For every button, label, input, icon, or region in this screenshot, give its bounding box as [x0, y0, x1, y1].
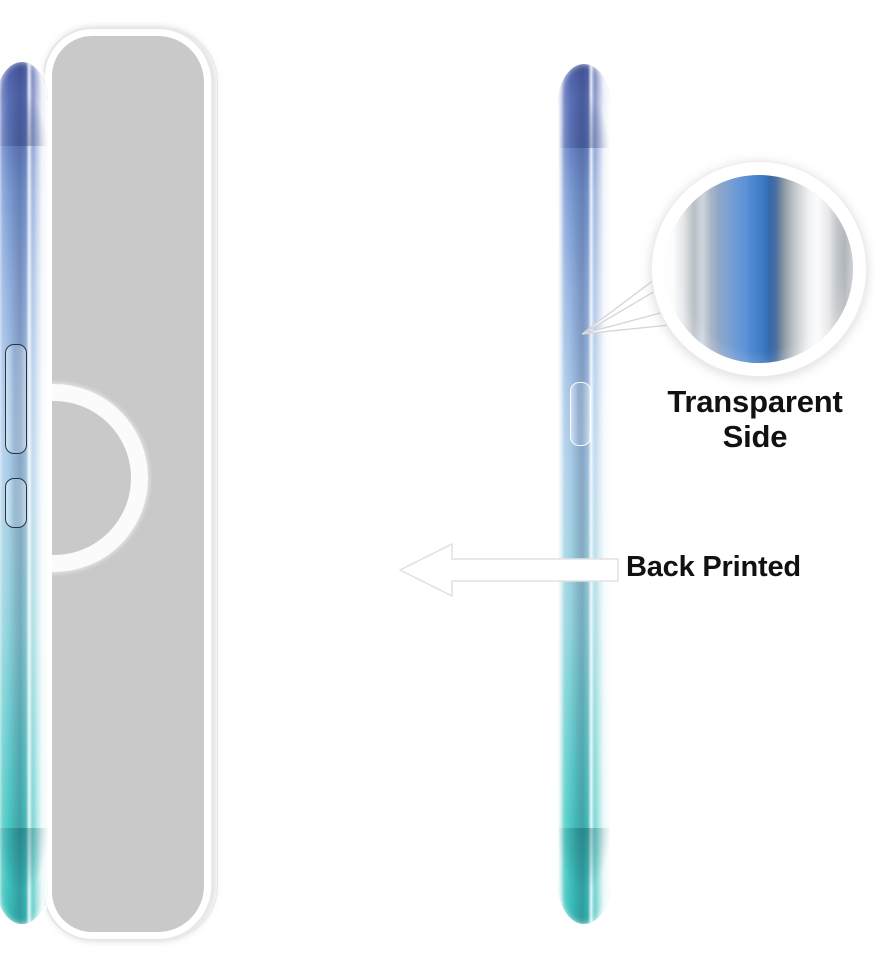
transparent-side-label-line2: Side	[722, 418, 788, 454]
phone-edge-left-specular	[26, 62, 33, 924]
phone-edge-right-shading	[558, 64, 610, 924]
phone-edge-right-top-cap	[558, 64, 610, 148]
back-printed-label: Back Printed	[626, 551, 801, 583]
magnifier-lens	[665, 175, 853, 363]
phone-edge-left-top-cap	[0, 62, 48, 146]
phone-edge-left	[0, 62, 48, 924]
magsafe-ring	[52, 384, 148, 572]
phone-edge-left-body	[0, 62, 48, 924]
power-button-right	[570, 382, 591, 446]
transparent-side-label-line1: Transparent	[667, 384, 843, 419]
magnifier-lens-gloss	[665, 175, 853, 363]
transparent-side-label: Transparent Side	[636, 384, 874, 454]
zoom-detail-circle	[652, 162, 866, 376]
phone-edge-left-bottom-cap	[0, 828, 48, 924]
phone-edge-right-bottom-cap	[558, 828, 610, 924]
power-button-left	[5, 478, 27, 528]
volume-rocker-button-left	[5, 344, 27, 454]
magsafe-ring-clip	[52, 36, 204, 932]
phone-edge-right	[558, 64, 610, 924]
phone-edge-right-body	[558, 64, 610, 924]
phone-edge-left-shading	[0, 62, 48, 924]
phone-edge-right-specular	[588, 64, 595, 924]
